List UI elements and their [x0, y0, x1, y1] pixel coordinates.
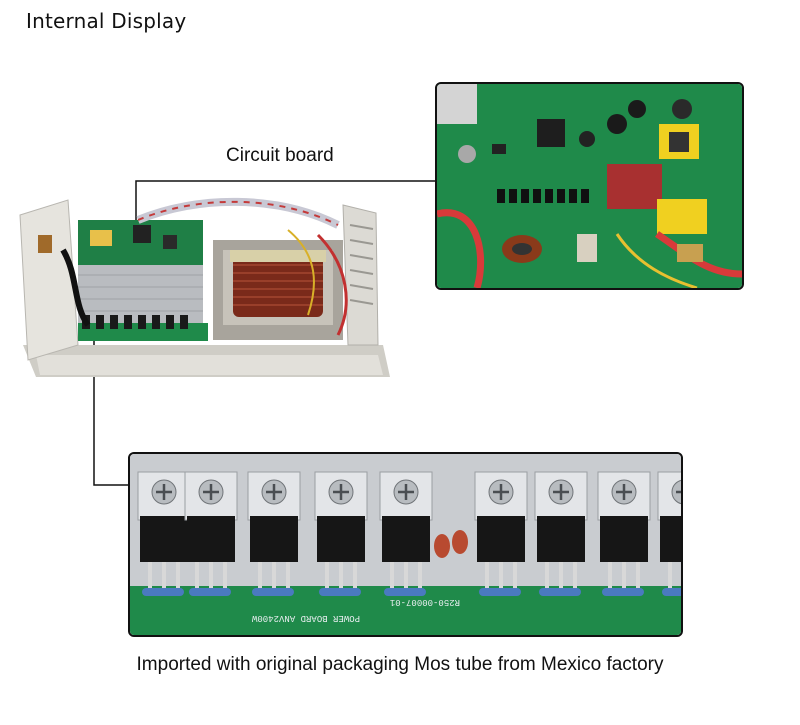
mos-tube	[657, 471, 681, 596]
circuit-board-connector	[135, 180, 437, 236]
image-caption: Imported with original packaging Mos tub…	[136, 654, 664, 675]
inverter-internal-photo	[18, 195, 393, 385]
mos-tube	[597, 471, 651, 596]
mos-tube-photo: POWER BOARD ANV2400W R250-00007-01	[128, 452, 683, 637]
mos-connector	[93, 338, 130, 486]
page-title: Internal Display	[26, 9, 187, 33]
circuit-board-label: Circuit board	[226, 145, 334, 166]
mos-tube	[137, 471, 191, 596]
pcb-marking-line1: POWER BOARD ANV2400W	[251, 613, 360, 623]
mos-tube	[184, 471, 238, 596]
circuit-board-photo	[435, 82, 744, 290]
mos-tube	[534, 471, 588, 596]
mos-tube	[247, 471, 301, 596]
mos-tube	[314, 471, 368, 596]
mos-tube	[474, 471, 528, 596]
mos-tube-row	[137, 471, 681, 596]
mos-tube	[379, 471, 433, 596]
pcb-marking-line2: R250-00007-01	[390, 597, 460, 607]
